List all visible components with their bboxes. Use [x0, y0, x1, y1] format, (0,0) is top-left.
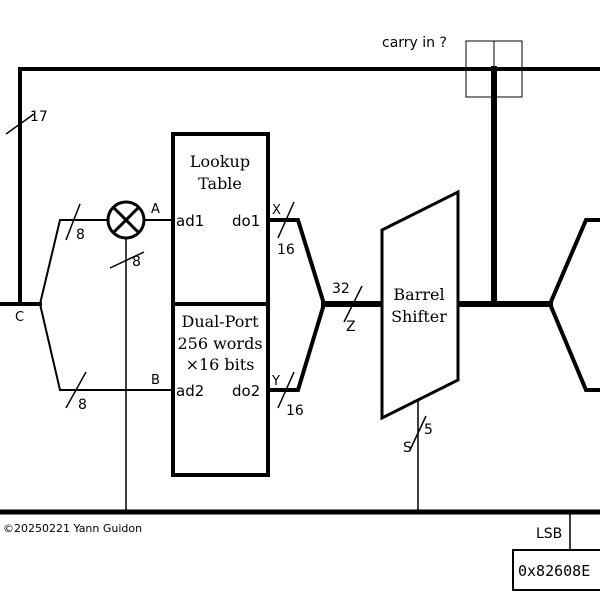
- barrel-shifter[interactable]: [380, 189, 460, 421]
- width-16-top-label: 16: [277, 242, 295, 258]
- ram-title-line3: ×16 bits: [186, 355, 255, 374]
- width-5-label: 5: [424, 422, 433, 438]
- slash-8-lower: [65, 371, 87, 409]
- fork-lower-wire: [38, 302, 173, 391]
- width-8-upper-label: 8: [76, 227, 85, 243]
- lsb-label: LSB: [536, 526, 562, 542]
- wires: [0, 66, 600, 551]
- lut-title-line2: Table: [198, 174, 242, 193]
- bus-width-marks: [5, 113, 427, 451]
- slash-16-bottom: [277, 371, 295, 409]
- signal-s-label: S: [403, 440, 412, 456]
- node-c-label: C: [15, 310, 24, 325]
- shifter-title-line1: Barrel: [393, 285, 444, 304]
- multiplier-symbol[interactable]: [106, 200, 146, 240]
- width-17-label: 17: [30, 109, 48, 125]
- slash-8-mult: [109, 251, 145, 269]
- slash-17: [5, 113, 35, 135]
- port-ad1-label: ad1: [176, 212, 204, 230]
- do2-to-merge-wire: [266, 301, 327, 392]
- slash-32: [343, 285, 363, 323]
- carry-in-label: carry in ?: [382, 35, 447, 51]
- memory-block[interactable]: [171, 132, 270, 477]
- text-labels: carry in ? 17 8 8 8 C A B Lookup Table D…: [3, 35, 590, 580]
- multiplier-cross-b: [111, 205, 141, 235]
- slash-16-top: [277, 201, 295, 239]
- ram-title-line2: 256 words: [177, 334, 262, 353]
- value-box: [512, 549, 600, 591]
- ram-title-line1: Dual-Port: [181, 312, 259, 331]
- port-do2-label: do2: [232, 382, 260, 400]
- width-8-lower-label: 8: [78, 397, 87, 413]
- signal-y-label: Y: [271, 374, 280, 389]
- width-8-mult-label: 8: [132, 254, 141, 270]
- shifter-title-line2: Shifter: [391, 307, 447, 326]
- width-16-bottom-label: 16: [286, 403, 304, 419]
- slash-5: [409, 415, 427, 451]
- do1-to-merge-wire: [266, 218, 327, 307]
- right-block-edge: [547, 218, 600, 392]
- node-a-label: A: [151, 202, 160, 217]
- node-b-label: B: [151, 373, 160, 388]
- copyright-text: ©20250221 Yann Guidon: [3, 522, 142, 535]
- fork-upper-wire: [38, 219, 109, 306]
- signal-z-label: Z: [346, 319, 356, 335]
- signal-x-label: X: [272, 203, 281, 218]
- slash-8-upper: [65, 203, 81, 241]
- lut-title-line1: Lookup: [190, 152, 250, 171]
- value-box-text: 0x82608E: [518, 562, 590, 580]
- port-do1-label: do1: [232, 212, 260, 230]
- width-32-label: 32: [332, 281, 350, 297]
- port-ad2-label: ad2: [176, 382, 204, 400]
- carry-in-junction[interactable]: [465, 40, 523, 98]
